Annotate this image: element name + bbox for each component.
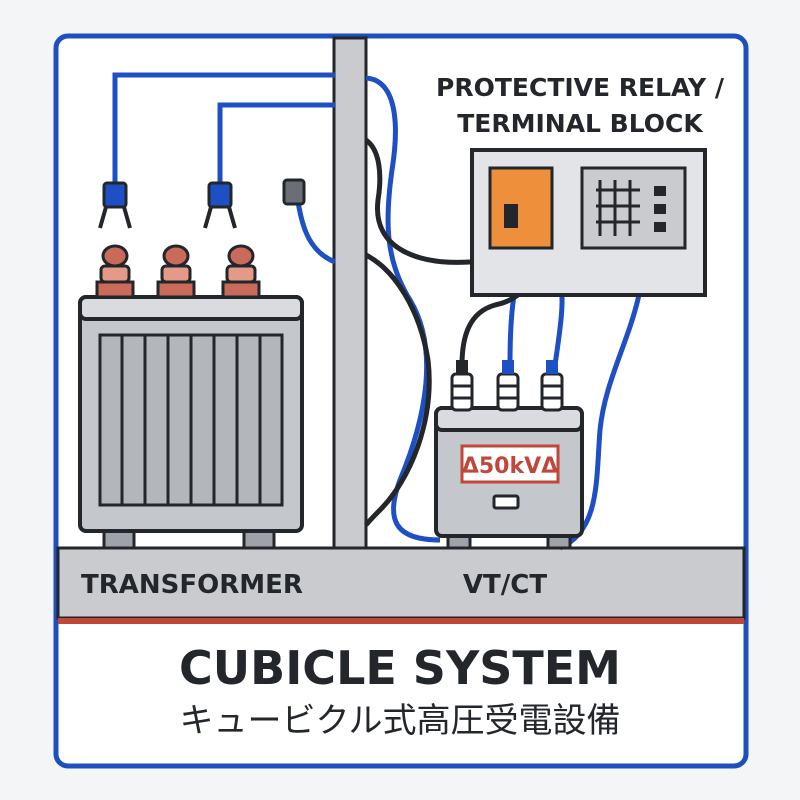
clamp-1 — [98, 181, 132, 229]
relay-unit — [488, 166, 554, 250]
vt-ct-slot — [492, 494, 520, 510]
relay-panel — [470, 148, 707, 297]
transformer-insulator-2 — [156, 244, 196, 299]
vt-ct-label: VT/CT — [463, 570, 547, 600]
cable-blue-1 — [112, 72, 335, 195]
cable-blue-6 — [558, 289, 643, 551]
page-subtitle: キュービクル式高圧受電設備 — [180, 701, 621, 741]
cable-black-2 — [364, 252, 432, 527]
vertical-post — [332, 36, 368, 550]
transformer-insulator-3 — [221, 244, 261, 299]
page-title: CUBICLE SYSTEM — [179, 641, 621, 695]
relay-label-line1: PROTECTIVE RELAY / — [436, 73, 725, 102]
cable-blue-2 — [217, 102, 335, 195]
terminal-block — [580, 166, 687, 250]
vt-ct-bushing-1 — [450, 360, 474, 412]
floor-red-stripe — [58, 618, 744, 624]
vt-ct-bushing-3 — [540, 360, 564, 412]
transformer-insulator-1 — [95, 244, 135, 299]
clamp-3 — [282, 178, 306, 206]
transformer-label: TRANSFORMER — [81, 570, 303, 600]
transformer-lid — [78, 295, 304, 321]
vt-ct-bushing-2 — [496, 360, 520, 412]
rating-plate-text: Δ50kVΔ — [462, 454, 558, 479]
transformer — [78, 178, 306, 550]
relay-switch — [504, 204, 518, 228]
vt-ct-unit — [434, 360, 584, 550]
rating-plate — [460, 444, 560, 484]
relay-label-line2: TERMINAL BLOCK — [457, 109, 704, 138]
clamp-2 — [203, 181, 237, 229]
